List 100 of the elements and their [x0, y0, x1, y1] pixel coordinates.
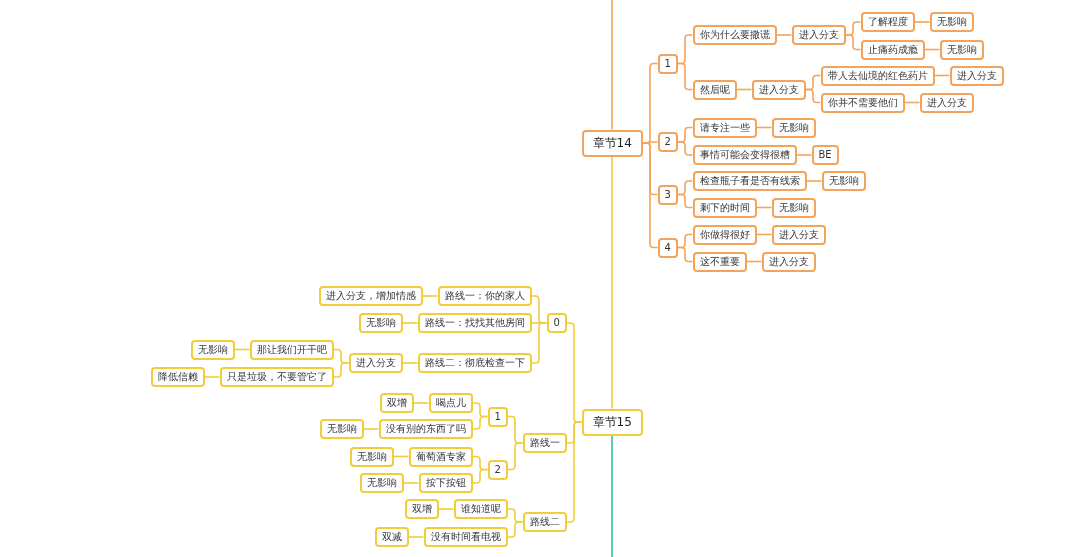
topic-node	[657, 237, 678, 258]
topic-label: 路线一：找找其他房间	[424, 318, 525, 328]
topic-label: 只是垃圾，不要管它了	[226, 372, 327, 382]
topic-label: 进入分支	[355, 358, 396, 368]
connector-line	[611, 434, 613, 557]
topic-node	[919, 92, 974, 113]
connector-line	[805, 180, 823, 182]
topic-label: 进入分支	[768, 256, 809, 267]
topic-node	[374, 527, 409, 547]
topic-label: 0	[553, 318, 560, 328]
topic-node	[692, 117, 757, 138]
topic-node	[190, 339, 235, 360]
connector-line	[401, 362, 419, 364]
topic-label: 无影响	[197, 344, 228, 355]
connector-line	[402, 482, 420, 484]
topic-label: 进入分支，增加情感	[325, 291, 416, 301]
topic-node	[771, 224, 826, 245]
topic-label: 路线一：你的家人	[444, 291, 525, 301]
connector-line	[611, 0, 613, 131]
topic-label: 路线二	[529, 517, 560, 527]
topic-node	[408, 446, 473, 467]
topic-node	[692, 145, 797, 165]
topic-node	[929, 12, 974, 32]
topic-node	[404, 499, 439, 519]
topic-label: 喝点儿	[435, 398, 466, 408]
topic-label: 无影响	[326, 424, 357, 434]
topic-node	[417, 353, 532, 373]
topic-label: 你做得很好	[699, 229, 750, 240]
connector-line	[913, 21, 931, 23]
topic-label: 这不重要	[699, 256, 740, 267]
topic-label: 带人去仙境的红色药片	[827, 70, 928, 81]
topic-label: 剩下的时间	[699, 202, 750, 213]
topic-label: BE	[818, 150, 832, 160]
topic-label: 进入分支	[956, 70, 997, 81]
topic-label: 无影响	[936, 17, 967, 27]
topic-node	[751, 79, 806, 100]
topic-node	[522, 512, 567, 532]
topic-label: 检查瓶子看是否有线索	[699, 176, 800, 186]
connector-line	[412, 402, 430, 404]
connector-line	[676, 62, 694, 91]
topic-node	[358, 313, 403, 333]
topic-label: 无影响	[946, 44, 977, 55]
topic-node	[418, 473, 473, 493]
connector-line	[471, 415, 489, 430]
topic-label: 无影响	[366, 478, 397, 488]
topic-node	[692, 25, 777, 45]
connector-line	[611, 155, 613, 410]
topic-label: 1	[664, 58, 671, 69]
topic-node	[761, 251, 816, 272]
topic-label: 请专注一些	[699, 122, 750, 133]
topic-label: 无影响	[778, 202, 809, 213]
topic-node	[487, 459, 508, 480]
topic-node	[150, 367, 205, 387]
connector-line	[471, 468, 489, 484]
topic-node	[349, 446, 394, 467]
connector-line	[332, 362, 350, 378]
topic-label: 谁知道呢	[460, 504, 501, 514]
topic-node	[249, 339, 334, 360]
connector-line	[565, 421, 583, 523]
topic-node	[487, 406, 508, 427]
chapter-node	[581, 129, 643, 157]
topic-node	[791, 25, 846, 45]
connector-line	[407, 536, 425, 538]
topic-node	[821, 171, 866, 191]
topic-label: 进入分支	[778, 229, 819, 240]
topic-label: 2	[664, 137, 671, 147]
topic-node	[949, 65, 1004, 86]
topic-label: 路线一	[529, 438, 560, 448]
connector-line	[401, 322, 419, 324]
topic-node	[219, 367, 334, 387]
topic-label: 双增	[386, 398, 407, 408]
topic-label: 路线二：彻底检查一下	[424, 358, 525, 368]
topic-label: 无影响	[778, 122, 809, 133]
topic-label: 章节14	[592, 137, 632, 149]
topic-label: 止痛药成瘾	[867, 44, 918, 55]
connector-line	[530, 322, 548, 364]
topic-label: 4	[664, 242, 671, 253]
topic-node	[318, 286, 423, 306]
topic-label: 没有别的东西了吗	[385, 424, 466, 434]
topic-node	[657, 53, 678, 74]
topic-node	[692, 79, 737, 100]
topic-node	[378, 419, 473, 439]
topic-node	[860, 39, 925, 60]
topic-label: 然后呢	[699, 84, 730, 95]
connector-line	[676, 141, 694, 156]
topic-node	[811, 145, 839, 165]
topic-node	[417, 313, 532, 333]
topic-label: 双减	[381, 532, 402, 542]
topic-label: 葡萄酒专家	[415, 451, 466, 462]
topic-node	[692, 251, 747, 272]
topic-node	[453, 499, 508, 519]
topic-node	[820, 92, 905, 113]
connector-line	[506, 521, 524, 538]
connector-line	[676, 246, 694, 263]
connector-line	[844, 34, 862, 51]
topic-node	[657, 132, 678, 152]
topic-label: 按下按钮	[425, 478, 466, 488]
connector-line	[804, 88, 822, 104]
topic-label: 你为什么要撒谎	[699, 30, 770, 40]
topic-label: 降低信赖	[157, 372, 198, 382]
